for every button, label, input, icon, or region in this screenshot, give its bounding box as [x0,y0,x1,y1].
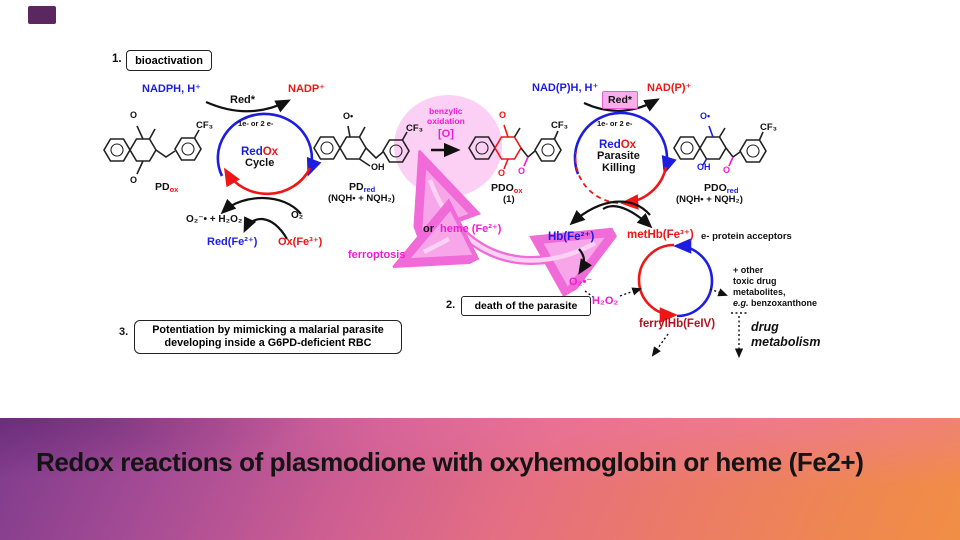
nadp2-label: NAD(P)⁺ [647,82,692,94]
dotted-connectors [584,287,747,359]
metabolites-note-2: toxic drug [733,276,777,286]
oxyhemoglobin-label: Hb(Fe²⁺) [548,231,595,243]
step3-potentiation-box: Potentiation by mimicking a malarial par… [134,320,402,354]
redox-killing-title: RedOx [599,139,637,151]
benzylic-word: benzylic [429,106,463,116]
pdox-name: PDox [155,181,179,194]
redox-cycle-1 [205,99,322,240]
electron-count-2: 1e- or 2 e- [597,119,633,128]
step3-line2: developing inside a G6PD-deficient RBC [164,337,372,349]
oxidant-symbol: [O] [438,128,454,140]
step2-number: 2. [446,299,456,311]
step2-label: death of the parasite [474,300,578,312]
pdored-o-radical-atom: O• [700,111,711,121]
oxidized-iron-label: Ox(Fe³⁺) [278,236,323,248]
ferrylhemoglobin-label: ferrylHb(FeIV) [639,318,716,330]
hb-to-superoxide-arc [578,248,593,275]
reaction-scheme-graphics [103,95,767,359]
pdoox-o-top-atom: O [499,110,507,120]
pdored-name: PDOred [704,182,739,195]
pdored-o-keto-atom: O [723,165,731,175]
oxygen-out-arc [220,196,302,215]
superoxide-peroxide-label: O₂⁻• + H₂O₂ [186,214,243,225]
redox-cycle-title: RedOx [241,146,279,158]
pdred-oh-atom: OH [371,162,385,172]
oxygen-label: O₂ [291,210,304,221]
ferroptosis-arrow [422,237,451,254]
cycle-word: Cycle [245,157,275,169]
or-word: or [423,223,434,235]
heme-feedback-arrow [421,180,595,260]
pdred-note: (NQH• + NQH₂) [328,193,395,204]
step3-line1: Potentiation by mimicking a malarial par… [152,324,384,337]
step1-label: bioactivation [135,54,203,67]
drug-word: drug [751,320,779,334]
reductase-label-1: Red* [230,94,256,106]
metabolites-note-3: metabolites, [733,287,786,297]
to-metabolites-dots [709,288,728,297]
protein-acceptors-label: e- protein acceptors [701,231,792,242]
pdox-o-top-atom: O [130,110,138,120]
reductase-label-2: Red* [608,94,632,106]
step2-death-box: death of the parasite [461,296,591,316]
pdox-cf3-atom: CF₃ [196,120,214,131]
slide-title: Redox reactions of plasmodione with oxyh… [36,447,864,477]
killing-word: Killing [602,162,636,174]
title-banner [0,418,960,540]
pdoox-cf3-atom: CF₃ [551,120,569,131]
molecule-pdo-red [673,125,767,167]
peroxide-label: H₂O₂ [592,295,619,307]
pdred-o-radical-atom: O• [343,111,354,121]
ferroptosis-label: ferroptosis [348,249,406,261]
nadph-arc-2 [583,98,660,112]
nadph-label: NADPH, H⁺ [142,83,201,95]
parasite-word: Parasite [597,150,640,162]
heme-label: heme (Fe²⁺) [440,223,502,235]
to-methb-arc [602,205,653,229]
step3-number: 3. [119,326,129,338]
superoxide-label: O₂•⁻ [569,276,593,288]
pdoox-o-bottom-atom: O [498,168,506,178]
nadp-label: NADP⁺ [288,83,325,95]
slide-accent-square [28,6,56,24]
pdred-name: PDred [349,181,376,194]
pdred-cf3-atom: CF₃ [406,123,424,134]
electron-count-1: 1e- or 2 e- [238,119,274,128]
dashed-red-arc [574,151,619,204]
step1-bioactivation-box: bioactivation [126,50,212,71]
reductase-highlight-box: Red* [602,91,638,109]
pdox-o-bottom-atom: O [130,175,138,185]
to-hb-arc [569,200,651,226]
pdoox-note: (1) [503,194,515,205]
metabolites-note-1: + other [733,265,764,275]
nadph2-label: NAD(P)H, H⁺ [532,82,599,94]
hemoglobin-cycle [637,238,714,323]
methemoglobin-label: metHb(Fe³⁺) [627,229,694,241]
oxidation-word: oxidation [427,116,465,126]
peroxide-to-cycle-dots [619,287,642,297]
molecule-pd-ox [103,125,202,175]
pdored-note: (NQH• + NQH₂) [676,194,743,205]
step1-number: 1. [112,53,122,65]
reduced-iron-label: Red(Fe²⁺) [207,236,258,248]
nadph-arc [205,99,291,113]
pdoox-o-keto-atom: O [518,166,526,176]
iron-arc [243,216,288,240]
metabolites-note-4: e.g. benzoxanthone [733,298,818,308]
pdored-cf3-atom: CF₃ [760,122,778,133]
redox-cycle-2 [569,98,677,275]
molecule-pd-red [313,125,410,167]
molecule-pdo-ox [468,124,562,170]
metabolism-word: metabolism [751,335,821,349]
ferrylhb-down-dots [651,333,669,357]
pdored-oh-atom: OH [697,162,711,172]
